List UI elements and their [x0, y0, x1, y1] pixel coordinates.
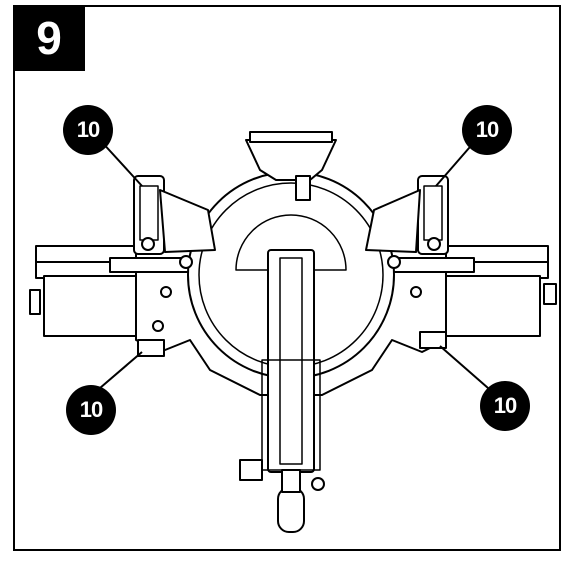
step-number-badge: 9 [13, 5, 85, 71]
miter-table-arc [235, 214, 347, 271]
motor-housing [245, 139, 337, 181]
callout-10-bottom-left: 10 [66, 385, 116, 435]
right-extension-bar [441, 275, 541, 337]
leader-line-top-left [99, 139, 143, 187]
callout-10-top-right: 10 [462, 105, 512, 155]
leader-line-bottom-right [439, 345, 489, 389]
right-front-foot [419, 331, 447, 349]
left-front-foot [137, 339, 165, 357]
callout-10-bottom-right: 10 [480, 381, 530, 431]
miter-handle-grip [277, 487, 305, 533]
leader-line-bottom-left [99, 351, 143, 389]
miter-arm [267, 249, 315, 473]
left-extension-bar [43, 275, 141, 337]
callout-10-top-left: 10 [63, 105, 113, 155]
